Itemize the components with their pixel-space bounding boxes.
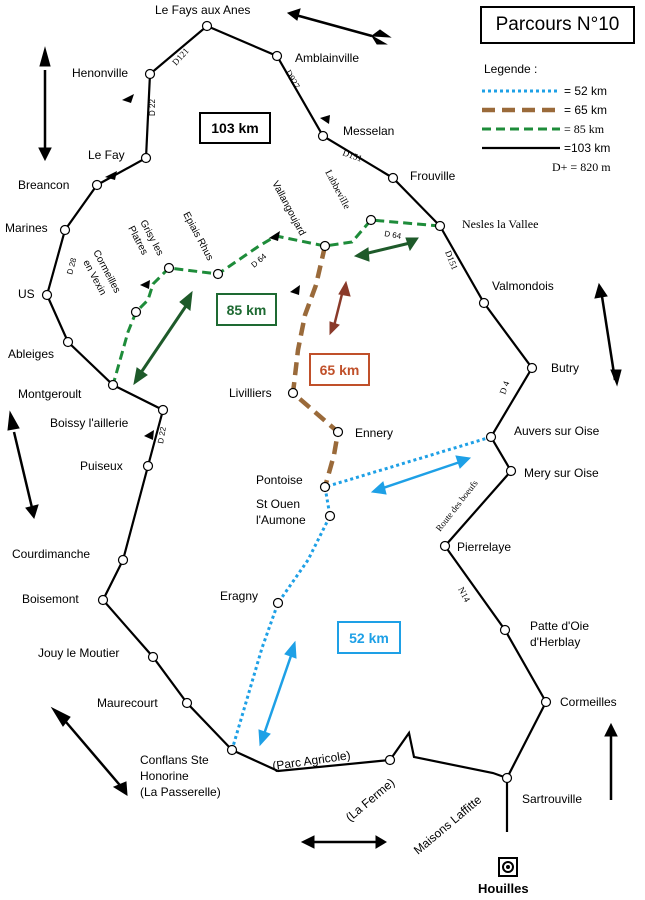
town-puiseux: Puiseux: [80, 459, 123, 473]
road-d927: D927: [283, 68, 302, 91]
legend-swatch-dotted: [482, 89, 560, 93]
town-st-ouen-line1: St Ouen: [256, 497, 300, 511]
town-st-ouen-line2: l'Aumone: [256, 513, 306, 527]
legend-label-85km: = 85 km: [564, 122, 605, 136]
town-pontoise: Pontoise: [256, 473, 303, 487]
legend-label-52km: = 52 km: [564, 84, 608, 98]
town-sartrouville: Sartrouville: [522, 792, 582, 806]
road-d151-top: D151: [341, 147, 363, 163]
distance-label-52km: 52 km: [337, 621, 401, 654]
legend-swatch-dashed: [482, 127, 560, 131]
direction-arrow-brown: [329, 280, 351, 336]
town-houilles: Houilles: [478, 881, 529, 896]
town-parc-agricole: (Parc Agricole): [271, 748, 351, 773]
town-le-fays-aux-anes: Le Fays aux Anes: [155, 3, 250, 17]
town-epiais-rhus: Epiais Rhus: [180, 210, 215, 262]
town-breancon: Breancon: [18, 178, 69, 192]
town-pierrelaye: Pierrelaye: [457, 540, 511, 554]
town-boissy: Boissy l'aillerie: [50, 416, 129, 430]
road-d22-bottom: D 22: [156, 426, 168, 445]
road-d121: D121: [170, 46, 191, 68]
legend-title: Legende :: [484, 62, 538, 76]
route-65km: [290, 245, 341, 488]
town-ennery: Ennery: [355, 426, 393, 440]
town-us: US: [18, 287, 35, 301]
town-amblainville: Amblainville: [295, 51, 359, 65]
town-patte-line1: Patte d'Oie: [530, 619, 589, 633]
town-boisemont: Boisemont: [22, 592, 79, 606]
town-labels: Le Fays aux Anes Amblainville Henonville…: [5, 3, 617, 896]
town-eragny: Eragny: [220, 589, 258, 603]
distance-label-103km: 103 km: [199, 112, 271, 144]
town-la-ferme: (La Ferme): [343, 775, 397, 824]
legend-item-103km: =103 km: [478, 141, 643, 155]
town-conflans-line2: Honorine: [140, 769, 189, 783]
town-montgeroult: Montgeroult: [18, 387, 82, 401]
town-henonville: Henonville: [72, 66, 128, 80]
town-cormeilles: Cormeilles: [560, 695, 617, 709]
town-marines: Marines: [5, 221, 48, 235]
town-nesles-la-vallee: Nesles la Vallee: [462, 217, 538, 231]
direction-arrow-black: [7, 8, 622, 849]
road-d64-west: D 64: [250, 251, 269, 269]
landmark-markers: [105, 94, 330, 440]
town-valmondois: Valmondois: [492, 279, 554, 293]
town-conflans-line3: (La Passerelle): [140, 785, 221, 799]
road-d64-east: D 64: [384, 229, 403, 241]
legend-item-52km: = 52 km: [478, 84, 643, 98]
town-auvers-sur-oise: Auvers sur Oise: [514, 424, 600, 438]
legend-item-85km: = 85 km: [478, 122, 643, 136]
direction-arrow-green: [133, 237, 419, 386]
distance-label-85km: 85 km: [216, 293, 277, 326]
road-d4: D 4: [497, 379, 511, 395]
legend-label-103km: =103 km: [564, 141, 611, 155]
town-maisons-laffitte: Maisons Laffitte: [411, 792, 484, 857]
road-d28: D 28: [65, 256, 78, 275]
legend-swatch-dashed-thick: [482, 107, 560, 113]
road-n14: N14: [456, 585, 472, 604]
town-markers: [41, 20, 552, 784]
road-route-des-boeufs: Route des boeufs: [434, 478, 480, 533]
town-jouy-le-moutier: Jouy le Moutier: [38, 646, 119, 660]
route-103km: [45, 24, 548, 832]
town-conflans-line1: Conflans Ste: [140, 753, 209, 767]
road-d151-east: D151: [443, 249, 460, 271]
legend-item-65km: = 65 km: [478, 103, 643, 117]
legend-label-65km: = 65 km: [564, 103, 608, 117]
legend-swatch-solid: [482, 146, 560, 150]
town-courdimanche: Courdimanche: [12, 547, 90, 561]
town-messelan: Messelan: [343, 124, 394, 138]
town-vallangoujard: Vallangoujard: [269, 179, 307, 238]
distance-label-65km: 65 km: [309, 353, 370, 386]
town-maurecourt: Maurecourt: [97, 696, 158, 710]
town-labbeville: Labbeville: [322, 168, 352, 211]
town-mery-sur-oise: Mery sur Oise: [524, 466, 599, 480]
town-ableiges: Ableiges: [8, 347, 54, 361]
town-frouville: Frouville: [410, 169, 456, 183]
map-title: Parcours N°10: [480, 6, 635, 44]
direction-arrow-blue: [258, 455, 472, 747]
start-marker-houilles: [498, 857, 518, 877]
town-le-fay: Le Fay: [88, 148, 125, 162]
town-livilliers: Livilliers: [229, 386, 272, 400]
town-butry: Butry: [551, 361, 579, 375]
town-patte-line2: d'Herblay: [530, 635, 580, 649]
road-d22-top: D 22: [148, 99, 157, 116]
legend-elevation: D+ = 820 m: [552, 160, 611, 174]
